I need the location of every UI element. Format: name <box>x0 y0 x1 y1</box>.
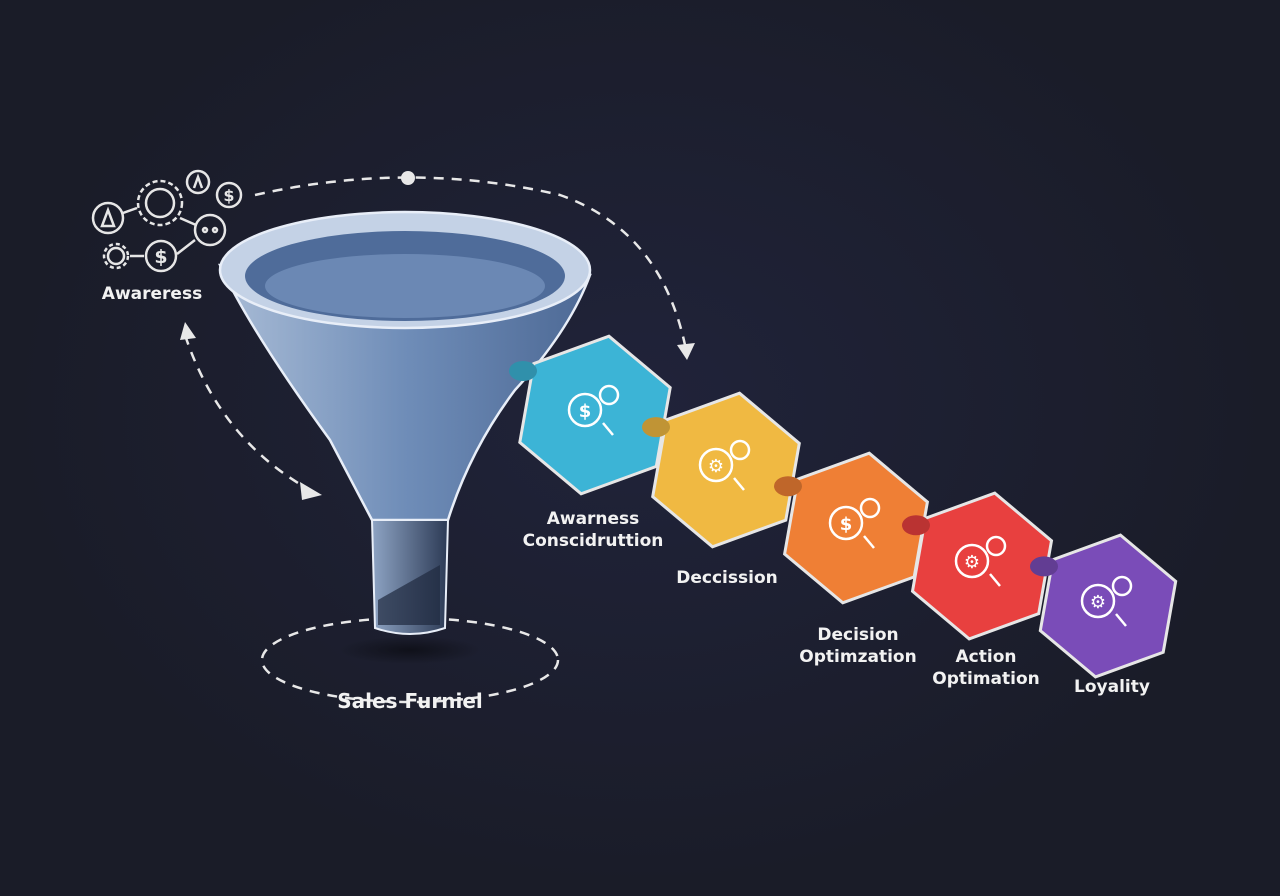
svg-text:⚙: ⚙ <box>1090 592 1106 613</box>
stage-label-line: Deccission <box>676 568 778 588</box>
stage-hexagons: $ ⚙ $ ⚙ ⚙ <box>509 334 1178 679</box>
stage-label-line: Optimzation <box>799 647 917 667</box>
hexagon-tab <box>509 361 537 381</box>
svg-text:⚙: ⚙ <box>964 552 980 573</box>
person-dollar-chat-icon: $ <box>828 497 881 549</box>
gears-icon: ⚙ <box>1080 575 1133 627</box>
hexagon-tab <box>774 476 802 497</box>
stage-hexagon-5: ⚙ <box>1030 533 1178 679</box>
funnel-label: Sales Furniel <box>337 689 483 713</box>
svg-text:$: $ <box>840 514 853 535</box>
hexagon-tab <box>642 417 670 438</box>
stage-label-line: Awarness <box>546 509 640 529</box>
stage-label-line: Loyality <box>1074 677 1150 697</box>
stage-label-line: Conscidruttion <box>522 531 664 551</box>
arrowhead-icon <box>180 322 196 340</box>
stage-label-line: Action <box>955 647 1017 667</box>
path-dot <box>401 171 415 185</box>
svg-text:⚙: ⚙ <box>708 456 724 477</box>
stage-label-line: Decision <box>817 625 899 645</box>
svg-text:$: $ <box>579 401 592 422</box>
arrowhead-icon <box>677 343 695 360</box>
stage-label-2: Deccission <box>676 567 777 589</box>
hexagon-shape <box>518 334 672 496</box>
hexagon-shape <box>651 391 801 549</box>
stage-hexagon-4: ⚙ <box>902 491 1054 641</box>
hexagon-tab <box>1030 556 1058 577</box>
stage-label-line: Optimation <box>932 669 1040 689</box>
stage-label-5: Loyality <box>1074 676 1150 698</box>
gears-document-icon: ⚙ <box>698 439 751 491</box>
arrowhead-icon <box>300 482 322 500</box>
stage-hexagon-2: ⚙ <box>642 391 801 549</box>
hexagon-tab <box>902 515 930 536</box>
person-lightbulb-gears-icon: ⚙ <box>954 535 1007 587</box>
awareness-icon-cluster: $ $ <box>91 169 243 273</box>
awareness-label: Awareress <box>101 284 203 304</box>
flow-arrows <box>183 176 687 704</box>
stage-hexagon-1: $ <box>509 334 672 496</box>
svg-text:$: $ <box>223 186 234 205</box>
dollar-search-icon: $ <box>567 384 620 436</box>
funnel-icon <box>218 210 592 664</box>
svg-text:$: $ <box>154 246 167 268</box>
hexagon-shape <box>1038 533 1178 679</box>
stage-hexagon-3: $ <box>774 451 930 605</box>
